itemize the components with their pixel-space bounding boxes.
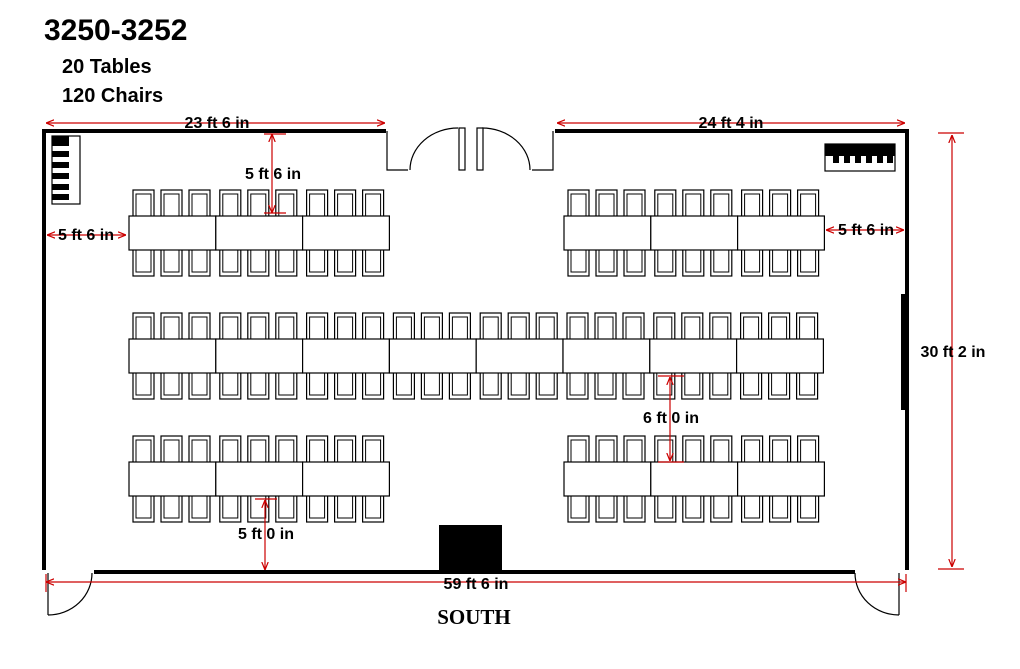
chair — [160, 435, 183, 467]
chairs-count: 120 Chairs — [62, 85, 164, 107]
chair — [132, 189, 155, 221]
table — [735, 338, 824, 374]
tables-count: 20 Tables — [62, 56, 152, 78]
upper-table-gap-label: 5 ft 6 in — [245, 166, 301, 183]
table — [128, 338, 217, 374]
southeast-door — [854, 572, 900, 616]
chair — [740, 189, 764, 221]
room-depth-label: 30 ft 2 in — [921, 344, 986, 361]
piano-icon — [824, 143, 896, 172]
table — [563, 215, 652, 251]
right-wall-board — [901, 294, 905, 410]
table — [475, 338, 564, 374]
dimension-lines — [45, 123, 964, 592]
table-row-middle — [128, 312, 824, 400]
chair — [362, 312, 385, 344]
chair — [795, 368, 819, 400]
chair — [796, 491, 820, 523]
southwest-door — [47, 572, 93, 616]
chair — [479, 312, 502, 344]
chair — [795, 312, 819, 344]
right-wall-gap-label: 5 ft 6 in — [838, 222, 894, 239]
table — [650, 215, 739, 251]
chair — [247, 435, 270, 467]
table — [128, 215, 217, 251]
chair — [275, 491, 298, 523]
table — [302, 338, 391, 374]
chair — [768, 245, 792, 277]
room-title: 3250-3252 — [44, 14, 188, 47]
chair — [420, 368, 443, 400]
chair — [796, 245, 820, 277]
left-wall-gap-label: 5 ft 6 in — [58, 227, 114, 244]
bottom-table-gap-label: 5 ft 0 in — [238, 526, 294, 543]
north-left-width-label: 23 ft 6 in — [185, 115, 250, 132]
chair — [306, 189, 329, 221]
chair — [767, 368, 791, 400]
table — [302, 461, 391, 497]
table — [736, 461, 825, 497]
table — [215, 215, 304, 251]
table — [215, 461, 304, 497]
north-right-width-label: 24 ft 4 in — [699, 115, 764, 132]
table — [562, 338, 651, 374]
chair — [160, 312, 183, 344]
chair — [132, 435, 155, 467]
chair — [362, 189, 385, 221]
table-row-top-left — [128, 189, 391, 277]
furniture-layout — [128, 189, 825, 523]
chair — [654, 491, 677, 523]
north-double-door — [386, 127, 554, 171]
chair — [767, 312, 791, 344]
table — [736, 215, 825, 251]
table — [128, 461, 217, 497]
podium — [439, 525, 502, 571]
middle-row-gap-label: 6 ft 0 in — [643, 410, 699, 427]
table — [302, 215, 391, 251]
chair — [654, 189, 677, 221]
room-walls — [42, 129, 909, 574]
chair — [275, 245, 298, 277]
table — [563, 461, 652, 497]
room-width-label: 59 ft 6 in — [444, 576, 509, 593]
table-row-top-right — [563, 189, 825, 277]
table — [215, 338, 304, 374]
orientation-label: SOUTH — [437, 605, 511, 629]
table — [649, 338, 738, 374]
chair — [247, 245, 270, 277]
table — [388, 338, 477, 374]
chair — [275, 368, 298, 400]
table-row-bottom-right — [563, 435, 825, 523]
table — [650, 461, 739, 497]
chair — [334, 368, 357, 400]
chair — [362, 368, 385, 400]
piano-icon — [51, 135, 81, 205]
table-row-bottom-left — [128, 435, 391, 523]
